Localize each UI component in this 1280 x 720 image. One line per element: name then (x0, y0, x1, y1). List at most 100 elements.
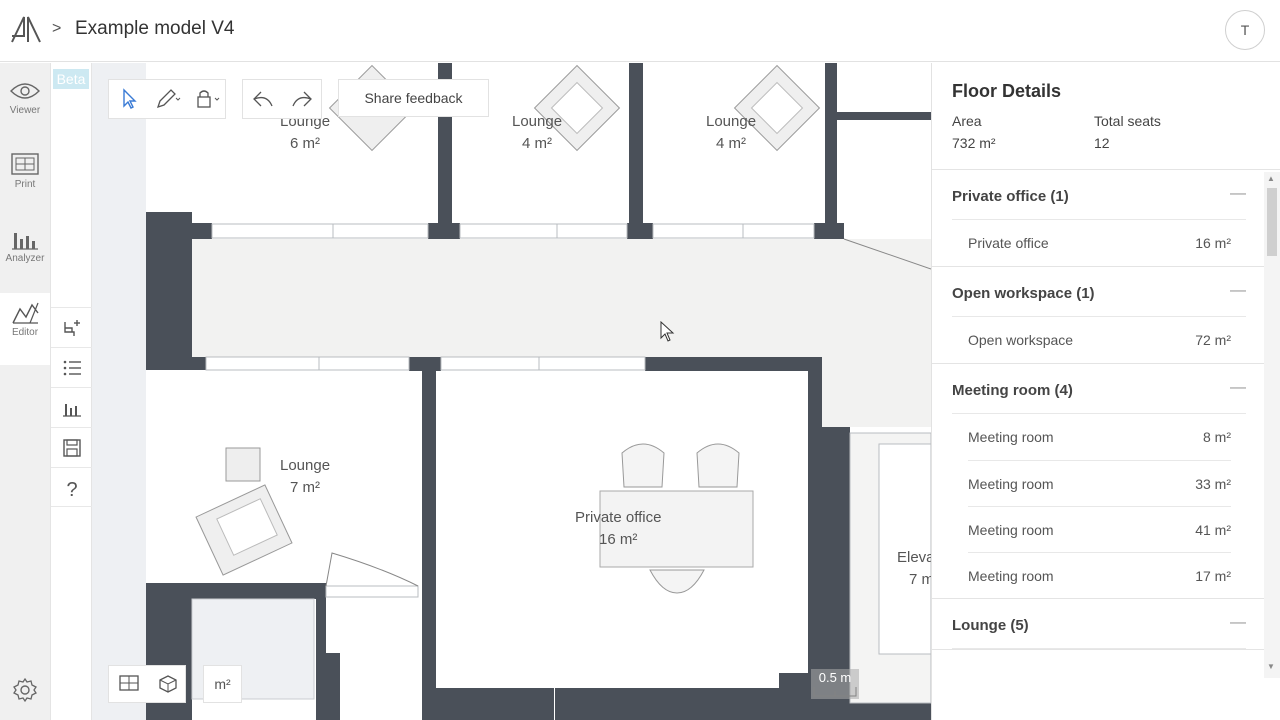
panel-scrollbar[interactable]: ▲ ▼ (1264, 172, 1280, 678)
room-name: Lounge (706, 113, 757, 130)
room-row-area: 17 m² (1195, 568, 1231, 584)
scale-label: 0.5 m (811, 669, 859, 699)
share-feedback-button[interactable]: Share feedback (338, 79, 489, 117)
editor-tool-rail: Beta ? (50, 63, 92, 720)
room-area: 16 m² (599, 531, 638, 548)
help-glyph: ? (66, 479, 77, 500)
beta-badge: Beta (53, 69, 89, 89)
save-icon (62, 439, 81, 457)
room-area: 6 m² (290, 135, 321, 152)
room-row[interactable]: Meeting room 41 m² (968, 506, 1231, 552)
undo-icon (252, 91, 273, 107)
room-row[interactable]: Meeting room 8 m² (968, 414, 1231, 460)
top-bar: > Example model V4 T (0, 0, 1280, 62)
print-icon (11, 153, 39, 175)
collapse-icon[interactable]: — (1230, 185, 1246, 202)
history-group (242, 79, 322, 119)
door-swings (325, 238, 931, 587)
3d-view-button[interactable] (148, 666, 187, 704)
room-row-name: Private office (968, 235, 1049, 251)
collapse-icon[interactable]: — (1230, 379, 1246, 396)
rail-item-analyzer[interactable]: Analyzer (0, 219, 50, 291)
room-group: Lounge (5) — (932, 599, 1266, 650)
room-label[interactable]: Eleva 7 m (897, 547, 931, 591)
rail-item-viewer[interactable]: Viewer (0, 71, 50, 143)
select-tool-button[interactable] (109, 80, 148, 118)
draw-wall-tool-button[interactable] (148, 80, 187, 118)
collapse-icon[interactable]: — (1230, 614, 1246, 631)
room-group: Open workspace (1) — Open workspace 72 m… (932, 267, 1266, 364)
scroll-up-arrow-icon[interactable]: ▲ (1267, 174, 1275, 183)
app-logo-icon[interactable] (10, 14, 42, 46)
scroll-down-arrow-icon[interactable]: ▼ (1267, 662, 1275, 671)
chair-lock-icon (196, 90, 219, 108)
rail-item-editor[interactable]: Editor (0, 293, 50, 365)
floor-details-panel: Floor Details Area 732 m² Total seats 12… (931, 63, 1280, 720)
office-desk (599, 490, 754, 568)
mode-rail: Viewer Print Analyzer Editor (0, 63, 50, 720)
settings-gear-icon[interactable] (12, 677, 38, 703)
add-seat-button[interactable] (51, 307, 92, 347)
room-row-name: Open workspace (968, 332, 1074, 348)
collapse-icon[interactable]: — (1230, 282, 1246, 299)
room-area: 7 m (909, 571, 931, 588)
room-row[interactable]: Private office 16 m² (968, 220, 1231, 266)
view-mode-group (108, 665, 186, 703)
room-group-header[interactable]: Private office (1) — (952, 170, 1246, 220)
room-label[interactable]: Lounge 4 m² (512, 111, 562, 155)
save-button[interactable] (51, 427, 92, 467)
cube-3d-icon (158, 675, 177, 693)
room-area: 4 m² (716, 135, 747, 152)
room-row-name: Meeting room (968, 476, 1054, 492)
unit-dropdown[interactable]: m² (203, 665, 242, 703)
corridor-extension (822, 357, 931, 427)
analytics-button[interactable] (51, 387, 92, 427)
room-row-name: Meeting room (968, 429, 1054, 445)
2d-view-button[interactable] (109, 666, 148, 704)
corridor (192, 239, 931, 357)
furniture-tool-button[interactable] (187, 80, 226, 118)
room-group-header[interactable]: Meeting room (4) — (952, 364, 1246, 414)
room-row[interactable]: Meeting room 33 m² (968, 460, 1231, 506)
room-name: Private office (575, 509, 662, 526)
room-group: Meeting room (4) — Meeting room 8 m² Mee… (932, 364, 1266, 599)
redo-button[interactable] (282, 80, 321, 118)
room-name: Eleva (897, 549, 931, 566)
eye-icon (10, 83, 40, 99)
room-group-title: Open workspace (1) (952, 285, 1095, 302)
model-title[interactable]: Example model V4 (75, 18, 235, 39)
undo-button[interactable] (243, 80, 282, 118)
breadcrumb-separator: > (52, 20, 62, 37)
help-button[interactable]: ? (51, 467, 92, 507)
room-type-list[interactable]: Private office (1) — Private office 16 m… (932, 170, 1266, 720)
room-name: Lounge (512, 113, 563, 130)
room-row-area: 8 m² (1203, 429, 1231, 445)
analyzer-chart-icon (12, 233, 38, 250)
room-name: Lounge (280, 457, 331, 474)
room-row-area: 72 m² (1195, 332, 1231, 348)
room-group-header[interactable]: Open workspace (1) — (952, 267, 1246, 317)
rail-label-analyzer: Analyzer (5, 253, 45, 264)
room-group-header[interactable]: Lounge (5) — (952, 599, 1246, 649)
room-area: 7 m² (290, 479, 321, 496)
scrollbar-thumb[interactable] (1267, 188, 1277, 256)
room-label[interactable]: Lounge 4 m² (706, 111, 756, 155)
redo-icon (291, 91, 312, 107)
area-value: 732 m² (952, 135, 996, 151)
room-row[interactable]: Open workspace 72 m² (968, 317, 1231, 363)
floor-plan[interactable] (92, 63, 931, 720)
bar-chart-icon (62, 404, 81, 417)
rail-item-print[interactable]: Print (0, 145, 50, 217)
floor-plan-canvas[interactable]: Lounge 6 m² Lounge 4 m² Lounge 4 m² Loun… (92, 63, 931, 720)
room-label[interactable]: Private office 16 m² (575, 507, 661, 551)
side-table (225, 447, 261, 482)
room-row-area: 16 m² (1195, 235, 1231, 251)
cursor-arrow-icon (122, 88, 137, 109)
room-row[interactable]: Meeting room 17 m² (968, 552, 1231, 598)
room-label[interactable]: Lounge 7 m² (280, 455, 330, 499)
room-group-title: Lounge (5) (952, 617, 1029, 634)
user-avatar[interactable]: T (1225, 10, 1265, 50)
total-seats-value: 12 (1094, 135, 1110, 151)
list-icon (63, 360, 81, 376)
room-list-button[interactable] (51, 347, 92, 387)
